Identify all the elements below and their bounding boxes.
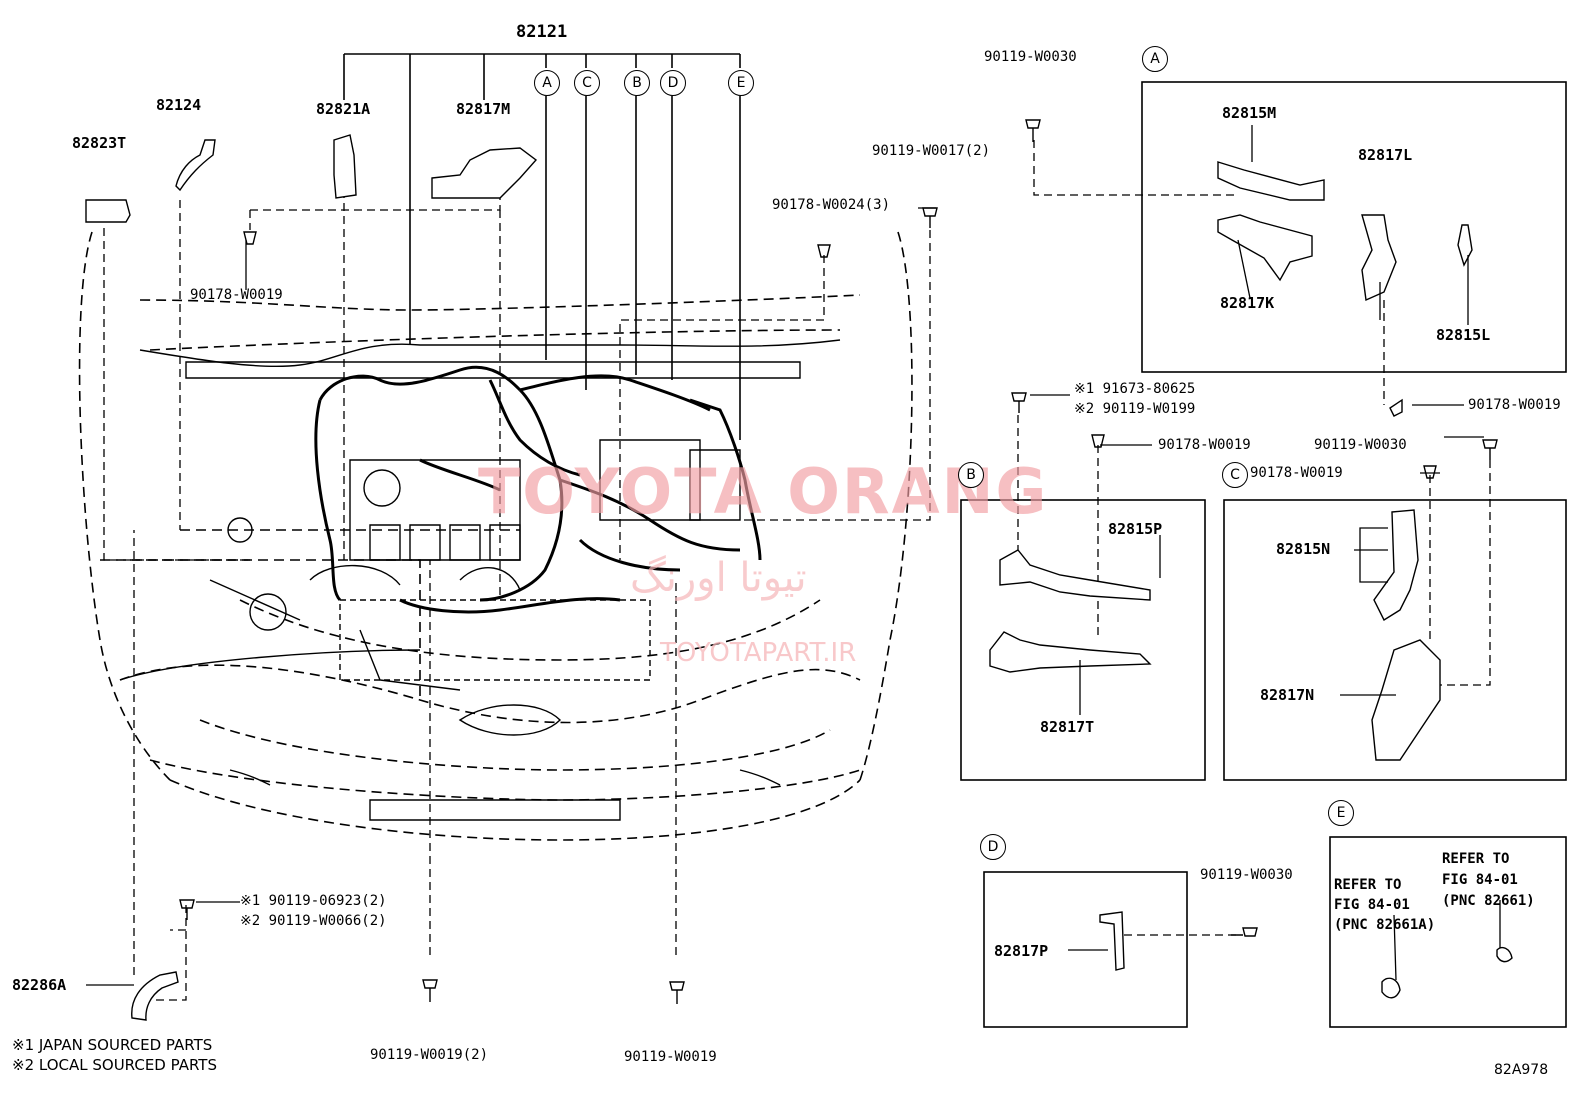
watermark-persian: تیوتا اورنگ (630, 555, 807, 601)
figure-code: 82A978 (1494, 1062, 1549, 1078)
part-82817K[interactable]: 82817K (1220, 294, 1275, 312)
fastener-90119-W0030-c[interactable]: 90119-W0030 (1314, 437, 1407, 453)
detail-box-c (1223, 499, 1567, 781)
watermark-title: TOYOTA ORANG (478, 455, 1049, 528)
fastener-90119-W0019-2[interactable]: 90119-W0019(2) (370, 1047, 489, 1063)
callout-c[interactable]: C (574, 70, 600, 96)
detail-box-b (960, 499, 1206, 781)
fastener-90119-W0030-d[interactable]: 90119-W0030 (1200, 867, 1293, 883)
callout-b[interactable]: B (624, 70, 650, 96)
refer2-line3[interactable]: (PNC 82661A) (1334, 917, 1436, 933)
fastener-90119-W0199[interactable]: ※2 90119-W0199 (1074, 401, 1196, 417)
part-82815N[interactable]: 82815N (1276, 540, 1331, 558)
leader-lines (103, 140, 1491, 1001)
label-leaders (86, 125, 1501, 986)
refer2-line1: REFER TO (1334, 877, 1402, 893)
detail-box-a (1141, 81, 1567, 373)
box-header-c: C (1222, 462, 1248, 488)
fastener-90119-06923[interactable]: ※1 90119-06923(2) (240, 893, 387, 909)
part-82821A[interactable]: 82821A (316, 100, 371, 118)
fastener-90178-W0024[interactable]: 90178-W0024(3) (772, 197, 891, 213)
part-82286A[interactable]: 82286A (12, 976, 67, 994)
detail-box-e (1329, 836, 1567, 1028)
part-82817N[interactable]: 82817N (1260, 686, 1315, 704)
wire-harness (314, 365, 762, 614)
fastener-90119-W0019[interactable]: 90119-W0019 (624, 1049, 717, 1065)
part-82817L[interactable]: 82817L (1358, 146, 1413, 164)
fastener-90178-W0019-a[interactable]: 90178-W0019 (1468, 397, 1561, 413)
part-82817P[interactable]: 82817P (994, 942, 1049, 960)
callout-a[interactable]: A (534, 70, 560, 96)
vehicle-body-outline (78, 231, 913, 841)
main-harness-bracket (343, 53, 741, 440)
watermark-url: TOYOTAPART.IR (660, 638, 857, 668)
fastener-90178-W0019-b[interactable]: 90178-W0019 (1158, 437, 1251, 453)
refer1-line3[interactable]: (PNC 82661) (1442, 893, 1535, 909)
part-82815L[interactable]: 82815L (1436, 326, 1491, 344)
callout-e[interactable]: E (728, 70, 754, 96)
box-header-d: D (980, 834, 1006, 860)
fastener-90178-W0019-left[interactable]: 90178-W0019 (190, 287, 283, 303)
engine-bay (119, 339, 841, 821)
callout-d[interactable]: D (660, 70, 686, 96)
part-82815M[interactable]: 82815M (1222, 104, 1277, 122)
note-japan-sourced: ※1 JAPAN SOURCED PARTS (12, 1036, 213, 1054)
refer1-line2: FIG 84-01 (1442, 872, 1518, 888)
component-shapes (85, 134, 1513, 1021)
part-82823T[interactable]: 82823T (72, 134, 127, 152)
fastener-90178-W0019-c[interactable]: 90178-W0019 (1250, 465, 1343, 481)
fastener-90119-W0017[interactable]: 90119-W0017(2) (872, 143, 991, 159)
fastener-90119-W0030-top[interactable]: 90119-W0030 (984, 49, 1077, 65)
detail-box-d (983, 871, 1188, 1028)
box-header-e: E (1328, 800, 1354, 826)
refer1-line1: REFER TO (1442, 851, 1510, 867)
part-82124[interactable]: 82124 (156, 96, 202, 114)
fastener-90119-W0066[interactable]: ※2 90119-W0066(2) (240, 913, 387, 929)
fastener-91673-80625[interactable]: ※1 91673-80625 (1074, 381, 1196, 397)
part-82817T[interactable]: 82817T (1040, 718, 1095, 736)
note-local-sourced: ※2 LOCAL SOURCED PARTS (12, 1056, 217, 1074)
box-header-a: A (1142, 46, 1168, 72)
main-part-number[interactable]: 82121 (516, 22, 568, 42)
refer2-line2: FIG 84-01 (1334, 897, 1410, 913)
part-82815P[interactable]: 82815P (1108, 520, 1163, 538)
part-82817M[interactable]: 82817M (456, 100, 511, 118)
box-header-b: B (958, 462, 984, 488)
